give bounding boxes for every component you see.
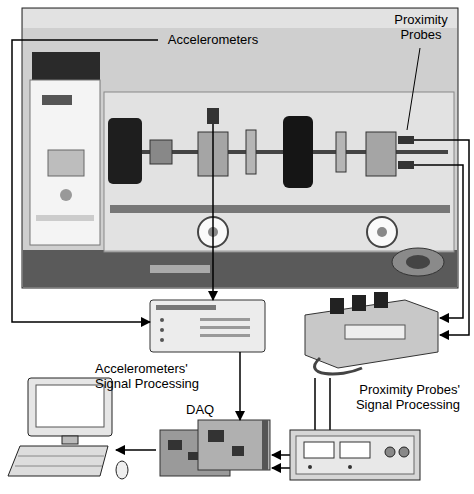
device-label: Proximity Probes' Signal Processing: [342, 382, 460, 412]
amplifier: [385, 447, 395, 457]
signal-wire: [440, 165, 463, 318]
rig-photo: [104, 92, 454, 252]
amplifier: [340, 442, 370, 458]
rig-photo: [42, 95, 72, 105]
accelerometer-conditioner: [156, 305, 216, 310]
rig-photo: [32, 52, 100, 80]
rig-photo: [23, 9, 457, 28]
signal-wire: [12, 40, 150, 322]
sensor-cables: [407, 48, 420, 130]
daq-cards: [168, 440, 182, 450]
accelerometer-conditioner: [200, 334, 250, 337]
device-label: Accelerometers' Signal Processing: [95, 361, 220, 391]
computer: [116, 449, 156, 451]
proximity-conditioner: [305, 300, 438, 368]
amplifier: [348, 465, 352, 469]
sensor-cables: [22, 40, 458, 288]
accelerometer-conditioner: [160, 328, 164, 332]
rig-photo: [150, 265, 210, 273]
rig-photo: [377, 227, 387, 237]
rig-photo: [23, 250, 457, 287]
proximity-conditioner: [305, 292, 438, 374]
rig-photo: [367, 217, 397, 247]
accelerometer-conditioner: [200, 326, 250, 329]
sensor-cables: [212, 124, 214, 288]
rig-photo: [22, 8, 458, 288]
rig-photo: [392, 248, 444, 276]
rig-photo: [246, 130, 256, 174]
sensor-cables: [22, 39, 158, 41]
computer: [8, 378, 156, 479]
rig-photo: [30, 80, 100, 245]
amplifier: [290, 430, 420, 480]
amplifier: [399, 447, 409, 457]
rig-photo: [22, 8, 458, 288]
rig-photo: [366, 132, 396, 176]
rig-photo: [150, 140, 172, 164]
proximity-conditioner: [352, 295, 366, 311]
signal-wire: [440, 140, 469, 335]
sensor-cables: [398, 136, 414, 144]
signal-wire: [212, 288, 214, 300]
amplifier: [304, 442, 334, 458]
rig-photo: [36, 215, 94, 221]
computer: [62, 436, 78, 444]
accelerometer-conditioner: [200, 318, 250, 321]
daq-card: DAQ: [158, 420, 272, 478]
sensor-cables: [414, 164, 458, 166]
amplifier: [290, 430, 420, 480]
rig-photo: [336, 132, 346, 172]
accelerometer-conditioner: [160, 338, 164, 342]
computer: [8, 446, 108, 476]
proximity-conditioner: [345, 325, 405, 339]
device-label: DAQ: [186, 402, 214, 417]
test-rig: Accelerometers Proximity Probes: [22, 8, 458, 288]
rig-photo: [108, 118, 142, 184]
rig-photo: [283, 116, 313, 188]
amplifier: [296, 436, 414, 474]
signal-conditioner: Proximity Probes' Signal Processing: [300, 295, 440, 378]
computer: [18, 456, 104, 457]
rig-photo: [60, 189, 72, 201]
computer: [116, 461, 128, 479]
daq-cards: [160, 420, 270, 476]
sensor-cables: [207, 108, 219, 124]
accelerometer-conditioner: [150, 300, 265, 352]
accelerometer-conditioner: [150, 300, 265, 352]
rig-photo: [406, 255, 430, 269]
computer: [36, 385, 104, 427]
daq-cards: [232, 446, 244, 456]
sensor-cables: [414, 139, 458, 141]
proximity-conditioner: [330, 298, 344, 314]
sensor-label: Accelerometers: [165, 32, 261, 47]
signal-wire: [239, 352, 241, 420]
amplifier: [308, 465, 312, 469]
proximity-conditioner: [315, 358, 362, 374]
daq-cards: [208, 430, 224, 442]
sensor-cables: [398, 161, 414, 169]
daq-cards: [262, 420, 268, 470]
accelerometer-conditioner: [160, 318, 164, 322]
computer: [15, 466, 102, 467]
rig-photo: [110, 205, 450, 213]
daq-cards: [198, 420, 270, 470]
sensor-label: Proximity Probes: [386, 12, 456, 42]
proximity-conditioner: [374, 292, 388, 308]
rig-photo: [48, 150, 84, 176]
signal-conditioner: Accelerometers' Signal Processing: [150, 300, 265, 352]
